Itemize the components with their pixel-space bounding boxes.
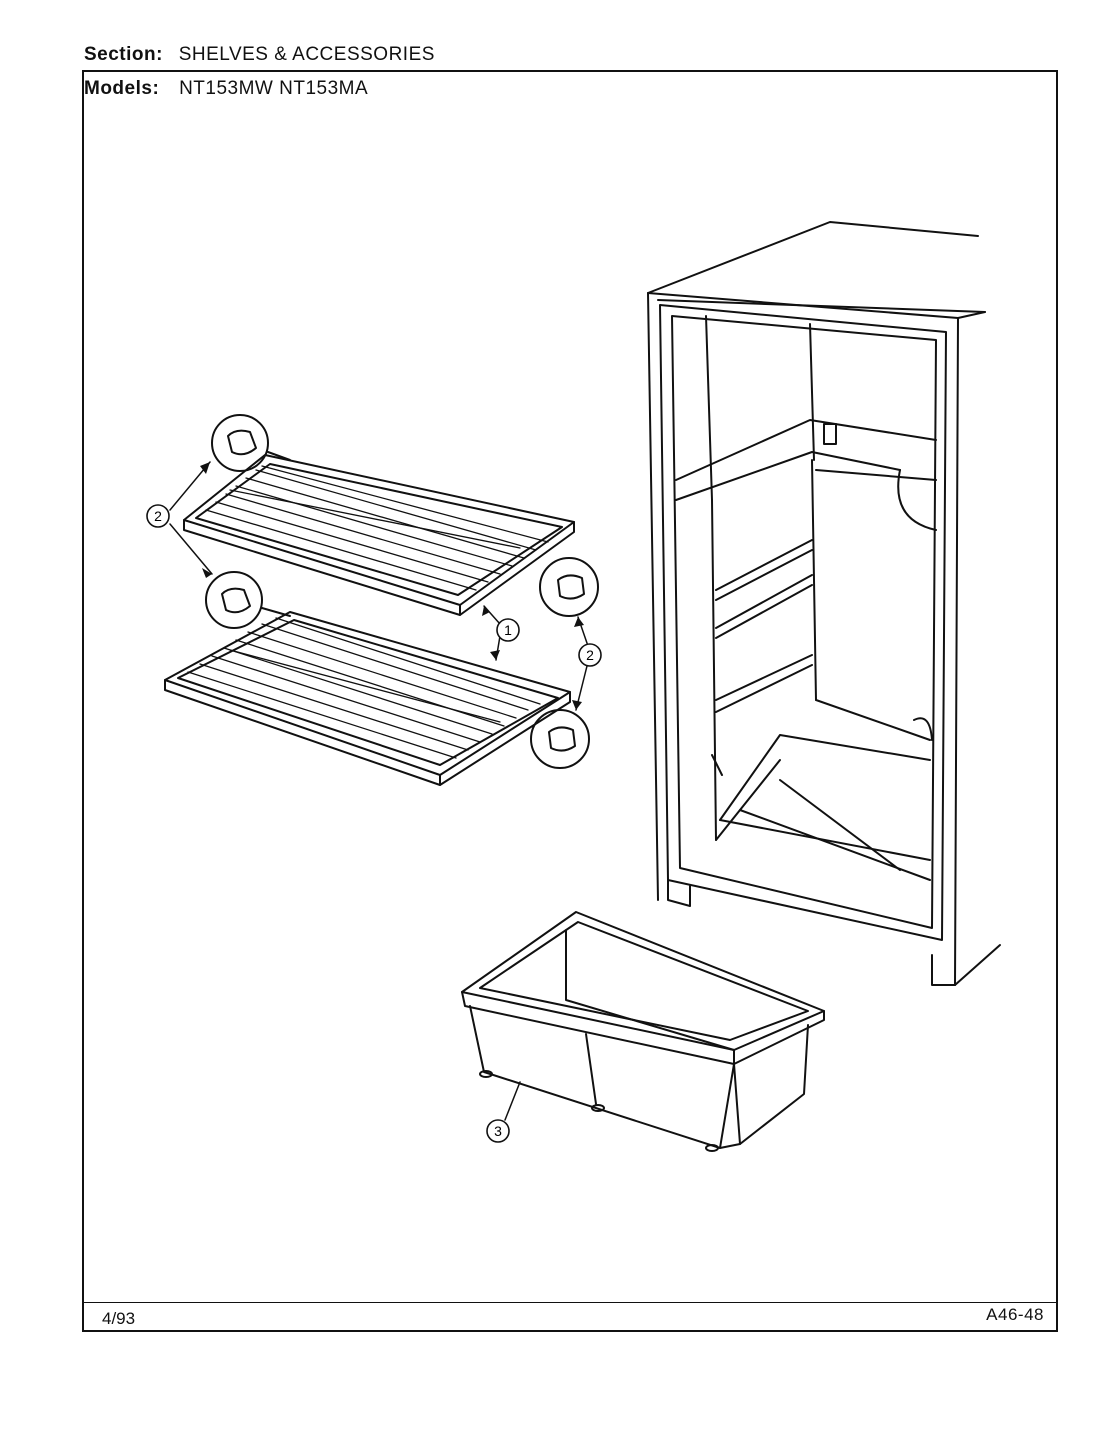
callout-crisper-label: 3 [494, 1123, 502, 1139]
section-label: Section: [84, 44, 163, 65]
callout-shelf: 1 [496, 618, 520, 642]
refrigerator-cabinet [647, 221, 1001, 986]
callout-crisper: 3 [486, 1119, 510, 1143]
leader-lines [169, 461, 589, 1121]
models-label: Models: [84, 78, 160, 99]
support-detail-upper-right [539, 557, 599, 617]
diagram-frame [82, 70, 1058, 1332]
leader-arrowheads [200, 462, 584, 710]
lower-wire-shelf [164, 611, 571, 786]
callout-shelf-label: 1 [504, 622, 512, 638]
support-detail-lower-right [530, 709, 590, 769]
crisper-drawer [461, 911, 825, 1152]
page-id: A46-48 [986, 1305, 1044, 1324]
callout-support-right-label: 2 [586, 647, 594, 663]
section-heading: Section: SHELVES & ACCESSORIES [84, 44, 435, 66]
callout-support-left: 2 [146, 504, 170, 528]
revision-date: 4/93 [102, 1309, 136, 1328]
support-detail-lower-left [205, 571, 291, 629]
footer-bar: 4/93 A46-48 [84, 1302, 1058, 1332]
callout-support-left-label: 2 [154, 508, 162, 524]
section-value: SHELVES & ACCESSORIES [178, 44, 435, 65]
models-heading: Models: NT153MW NT153MA [84, 78, 368, 100]
callout-support-right: 2 [578, 643, 602, 667]
upper-wire-shelf [183, 454, 575, 616]
models-value: NT153MW NT153MA [179, 78, 369, 99]
support-detail-upper-left [211, 414, 291, 472]
